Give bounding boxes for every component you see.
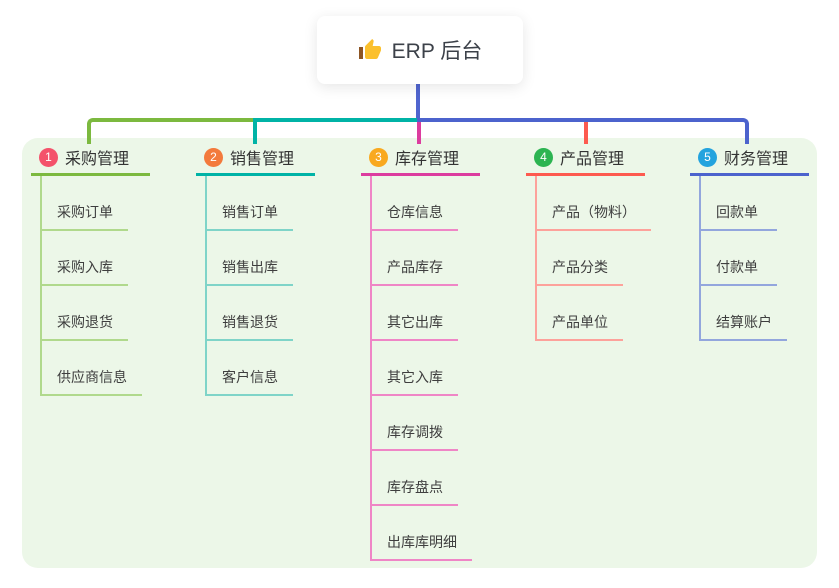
- branch-node-header[interactable]: 2 销售管理: [196, 146, 315, 176]
- child-node[interactable]: 采购退货: [40, 286, 128, 341]
- branch-node-header[interactable]: 4 产品管理: [526, 146, 645, 176]
- child-node[interactable]: 结算账户: [699, 286, 787, 341]
- branch-number-badge: 2: [204, 147, 223, 167]
- branch-number-badge: 5: [698, 147, 717, 167]
- branch-node-header[interactable]: 1 采购管理: [31, 146, 150, 176]
- branch-node-label: 采购管理: [65, 151, 130, 168]
- child-node[interactable]: 产品单位: [535, 286, 623, 341]
- branch-number-badge: 4: [534, 147, 553, 167]
- root-node-label: ERP 后台: [391, 40, 483, 63]
- branch-number-badge: 3: [369, 147, 388, 167]
- child-node[interactable]: 库存盘点: [370, 451, 458, 506]
- child-node[interactable]: 产品（物料）: [535, 176, 651, 231]
- branch-children: 销售订单 销售出库 销售退货 客户信息: [205, 176, 293, 396]
- child-node[interactable]: 其它出库: [370, 286, 458, 341]
- child-node[interactable]: 客户信息: [205, 341, 293, 396]
- branch-children: 采购订单 采购入库 采购退货 供应商信息: [40, 176, 142, 396]
- branch-node-header[interactable]: 5 财务管理: [690, 146, 809, 176]
- child-node[interactable]: 产品分类: [535, 231, 623, 286]
- branch-node-header[interactable]: 3 库存管理: [361, 146, 480, 176]
- connector-root-drop: [416, 83, 420, 122]
- child-node[interactable]: 采购订单: [40, 176, 128, 231]
- branch-node-label: 产品管理: [560, 151, 625, 168]
- child-node[interactable]: 销售订单: [205, 176, 293, 231]
- thumbs-up-icon: [358, 39, 381, 59]
- root-node[interactable]: ERP 后台: [317, 16, 523, 84]
- connector-bus-blue: [417, 118, 749, 144]
- child-node[interactable]: 付款单: [699, 231, 777, 286]
- branch-number-badge: 1: [39, 147, 58, 167]
- branch-node-label: 库存管理: [395, 151, 460, 168]
- branch-children: 产品（物料） 产品分类 产品单位: [535, 176, 651, 341]
- child-node[interactable]: 回款单: [699, 176, 777, 231]
- child-node[interactable]: 出库库明细: [370, 506, 472, 561]
- child-node[interactable]: 仓库信息: [370, 176, 458, 231]
- connector-bus-green: [87, 118, 253, 144]
- child-node[interactable]: 库存调拨: [370, 396, 458, 451]
- branch-children: 回款单 付款单 结算账户: [699, 176, 787, 341]
- connector-bus-teal: [253, 118, 417, 144]
- child-node[interactable]: 销售出库: [205, 231, 293, 286]
- child-node[interactable]: 采购入库: [40, 231, 128, 286]
- child-node[interactable]: 其它入库: [370, 341, 458, 396]
- child-node[interactable]: 供应商信息: [40, 341, 142, 396]
- connector-drop-inventory: [417, 122, 421, 144]
- branch-node-label: 销售管理: [230, 151, 295, 168]
- branch-children: 仓库信息 产品库存 其它出库 其它入库 库存调拨 库存盘点 出库库明细: [370, 176, 472, 561]
- branch-node-label: 财务管理: [724, 151, 789, 168]
- child-node[interactable]: 产品库存: [370, 231, 458, 286]
- canvas-background: [22, 138, 817, 568]
- child-node[interactable]: 销售退货: [205, 286, 293, 341]
- connector-drop-product: [584, 122, 588, 144]
